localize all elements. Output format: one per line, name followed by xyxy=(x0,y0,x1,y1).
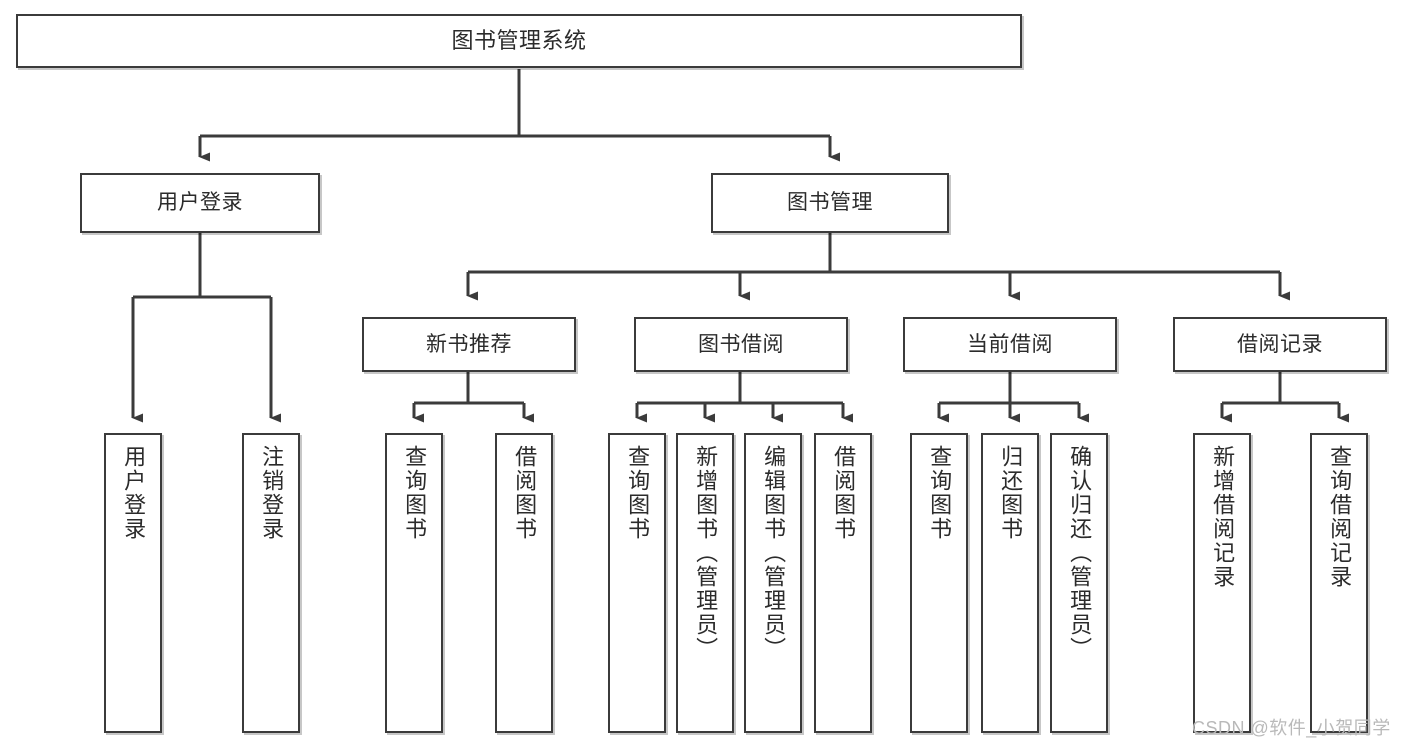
node-label: 借阅记录 xyxy=(1237,332,1323,356)
node-book-borrow[interactable]: 图书借阅 xyxy=(634,317,848,372)
csdn-watermark: CSDN @软件_小贺同学 xyxy=(1192,714,1391,740)
leaf-record-add-record[interactable]: 新增借阅记录 xyxy=(1193,433,1251,733)
leaf-current-return-book[interactable]: 归还图书 xyxy=(981,433,1039,733)
node-borrow-record[interactable]: 借阅记录 xyxy=(1173,317,1387,372)
node-book-management[interactable]: 图书管理 xyxy=(711,173,949,233)
leaf-user-login-logout[interactable]: 注销登录 xyxy=(242,433,300,733)
node-label: 图书管理系统 xyxy=(451,27,587,53)
leaf-record-query-record[interactable]: 查询借阅记录 xyxy=(1310,433,1368,733)
leaf-borrow-add-book-admin[interactable]: 新增图书（管理员） xyxy=(676,433,734,733)
leaf-current-confirm-return-admin[interactable]: 确认归还（管理员） xyxy=(1050,433,1108,733)
node-label: 查询图书 xyxy=(625,445,651,541)
leaf-borrow-borrow-book[interactable]: 借阅图书 xyxy=(814,433,872,733)
leaf-current-query-book[interactable]: 查询图书 xyxy=(910,433,968,733)
node-label: 新增图书（管理员） xyxy=(693,445,719,661)
leaf-borrow-query-book[interactable]: 查询图书 xyxy=(608,433,666,733)
node-label: 当前借阅 xyxy=(967,332,1053,356)
node-new-book-recommend[interactable]: 新书推荐 xyxy=(362,317,576,372)
leaf-user-login-login[interactable]: 用户登录 xyxy=(104,433,162,733)
node-label: 归还图书 xyxy=(998,445,1024,541)
node-label: 图书借阅 xyxy=(698,332,784,356)
node-label: 查询图书 xyxy=(927,445,953,541)
node-label: 查询图书 xyxy=(402,445,428,541)
leaf-new-book-borrow[interactable]: 借阅图书 xyxy=(495,433,553,733)
watermark-text: CSDN @软件_小贺同学 xyxy=(1192,718,1391,738)
node-label: 新增借阅记录 xyxy=(1210,445,1236,589)
node-label: 用户登录 xyxy=(157,191,243,215)
node-current-borrow[interactable]: 当前借阅 xyxy=(903,317,1117,372)
leaf-new-book-query[interactable]: 查询图书 xyxy=(385,433,443,733)
node-label: 用户登录 xyxy=(121,445,147,541)
node-user-login[interactable]: 用户登录 xyxy=(80,173,320,233)
node-root-system[interactable]: 图书管理系统 xyxy=(16,14,1022,68)
node-label: 确认归还（管理员） xyxy=(1067,445,1093,661)
node-label: 新书推荐 xyxy=(426,332,512,356)
node-label: 编辑图书（管理员） xyxy=(761,445,787,661)
node-label: 借阅图书 xyxy=(512,445,538,541)
node-label: 图书管理 xyxy=(787,191,873,215)
node-label: 注销登录 xyxy=(259,445,285,541)
node-label: 查询借阅记录 xyxy=(1327,445,1353,589)
node-label: 借阅图书 xyxy=(831,445,857,541)
leaf-borrow-edit-book-admin[interactable]: 编辑图书（管理员） xyxy=(744,433,802,733)
